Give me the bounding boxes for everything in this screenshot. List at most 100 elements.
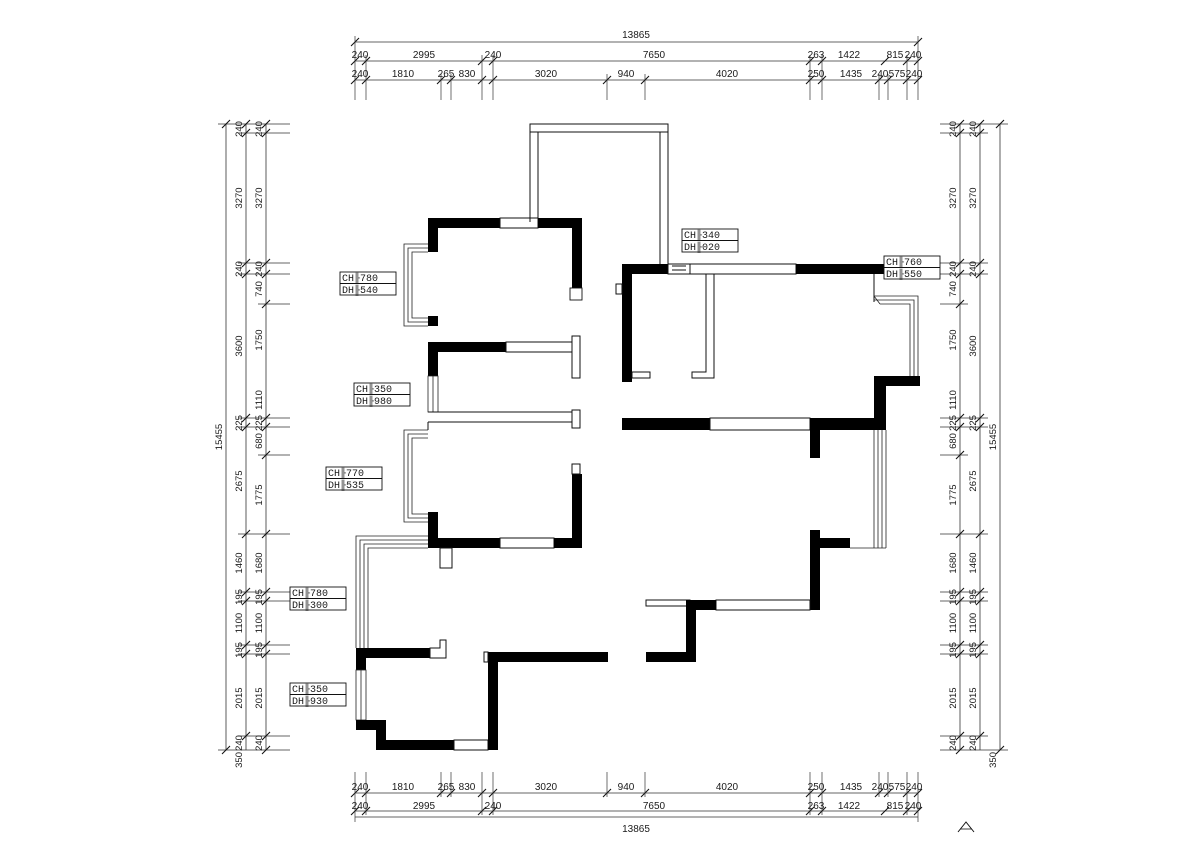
wall-segment	[622, 418, 710, 430]
right-dim-label: 195	[968, 589, 979, 605]
opening-dh-label: DH╟535	[328, 479, 364, 492]
right-dim-label: 2015	[948, 687, 959, 708]
right-dim-label: 740	[948, 281, 959, 297]
opening-dh-label: DH╟020	[684, 241, 720, 254]
bottom-dim-label: 2995	[413, 801, 436, 812]
top-dim-label: 1422	[838, 50, 861, 61]
left-dim-label: 1110	[254, 390, 265, 410]
left-dim-label: 1460	[234, 552, 245, 573]
opening-ch-label: CH╟770	[328, 467, 364, 480]
bottom-dim-label: 940	[618, 782, 635, 793]
right-dim-label: 240	[968, 121, 979, 137]
wall-segment	[572, 474, 582, 548]
bottom-dimensions: 240 1810 265 830 3020 940 4020 250 1435 …	[350, 772, 923, 835]
bottom-dim-label: 1422	[838, 801, 861, 812]
top-dim-label: 250	[808, 69, 825, 80]
left-dim-label: 2015	[254, 687, 265, 708]
right-dim-label: 2675	[968, 470, 979, 491]
north-arrow-icon	[957, 821, 975, 833]
wall-segment	[554, 538, 580, 548]
opening-tag: CH╟780 DH╟300	[289, 586, 347, 612]
left-dim-label: 195	[254, 589, 265, 605]
wall-segment	[874, 376, 886, 428]
left-dim-label: 240	[234, 261, 245, 277]
left-dim-label: 240	[254, 261, 265, 277]
opening-tag: CH╟770 DH╟535	[325, 466, 383, 492]
walls	[355, 123, 920, 751]
top-dim-label: 2995	[413, 50, 436, 61]
top-dim-label: 7650	[643, 50, 666, 61]
left-dim-label: 3270	[234, 187, 245, 208]
bottom-dim-label: 240	[485, 801, 502, 812]
wall-segment	[810, 530, 820, 610]
left-dim-label: 680	[254, 433, 265, 449]
wall-segment	[428, 218, 438, 252]
wall-segment	[874, 376, 920, 386]
bottom-dim-label: 3020	[535, 782, 558, 793]
wall-segment	[428, 218, 500, 228]
left-dim-label: 740	[254, 281, 265, 297]
left-dim-label: 350	[234, 752, 245, 768]
opening-dh-label: DH╟550	[886, 268, 922, 281]
bottom-dim-label: 240	[905, 801, 922, 812]
top-dim-label: 1810	[392, 69, 415, 80]
left-dim-label: 225	[234, 415, 245, 431]
right-dim-label: 1680	[948, 552, 959, 573]
opening-ch-label: CH╟780	[292, 587, 328, 600]
bottom-dim-label: 240	[352, 782, 369, 793]
right-dim-label: 240	[968, 261, 979, 277]
left-dim-label: 240	[234, 121, 245, 137]
wall-segment	[646, 652, 696, 662]
left-dim-label: 1750	[254, 329, 265, 350]
top-dim-label: 240	[485, 50, 502, 61]
bottom-dim-label: 4020	[716, 782, 739, 793]
opening-ch-label: CH╟350	[292, 683, 328, 696]
bottom-dim-label: 1810	[392, 782, 415, 793]
left-dim-label: 195	[254, 642, 265, 658]
bottom-extension-lines	[354, 772, 919, 822]
right-dim-label: 240	[948, 261, 959, 277]
top-dim-label: 575	[889, 69, 906, 80]
top-dim-label: 240	[352, 69, 369, 80]
bottom-dim-label: 250	[808, 782, 825, 793]
left-dim-label: 240	[234, 735, 245, 751]
opening-dh-label: DH╟300	[292, 599, 328, 612]
opening-tag: CH╟760 DH╟550	[883, 255, 941, 281]
wall-segment	[810, 418, 886, 430]
opening-dh-label: DH╟930	[292, 695, 328, 708]
wall-segment	[810, 418, 820, 458]
right-dim-label: 680	[948, 433, 959, 449]
bottom-dim-label: 240	[352, 801, 369, 812]
right-ticks	[955, 119, 1005, 755]
wall-segment	[488, 652, 498, 750]
left-dim-label: 195	[234, 589, 245, 605]
top-total-dim: 13865	[622, 30, 650, 41]
wall-segment	[356, 648, 430, 658]
left-dim-label: 1775	[254, 484, 265, 505]
bottom-dim-label: 1435	[840, 782, 863, 793]
opening-ch-label: CH╟340	[684, 229, 720, 242]
bottom-dim-label: 263	[808, 801, 825, 812]
top-dimensions: 13865 240 2995 240 7650 263 1422 815 240…	[350, 30, 923, 100]
left-dim-label: 2675	[234, 470, 245, 491]
wall-segment	[376, 720, 386, 750]
bottom-dim-label: 575	[889, 782, 906, 793]
left-ticks	[221, 119, 271, 755]
right-dim-label: 3600	[968, 335, 979, 356]
right-dim-label: 240	[948, 121, 959, 137]
wall-segment	[428, 342, 438, 376]
opening-tags: CH╟780 DH╟540 CH╟350 DH╟980 CH╟770 DH╟53…	[289, 228, 941, 708]
wall-segment	[356, 720, 386, 730]
wall-segment	[572, 218, 582, 288]
wall-segment	[428, 342, 506, 352]
wall-segment	[488, 652, 608, 662]
bottom-dim-label: 240	[872, 782, 889, 793]
right-dim-label: 195	[948, 589, 959, 605]
top-dim-label: 240	[352, 50, 369, 61]
wall-segment	[356, 648, 366, 670]
top-dim-label: 240	[905, 50, 922, 61]
right-total-dim: 15455	[988, 424, 999, 450]
right-dim-label: 1775	[948, 484, 959, 505]
